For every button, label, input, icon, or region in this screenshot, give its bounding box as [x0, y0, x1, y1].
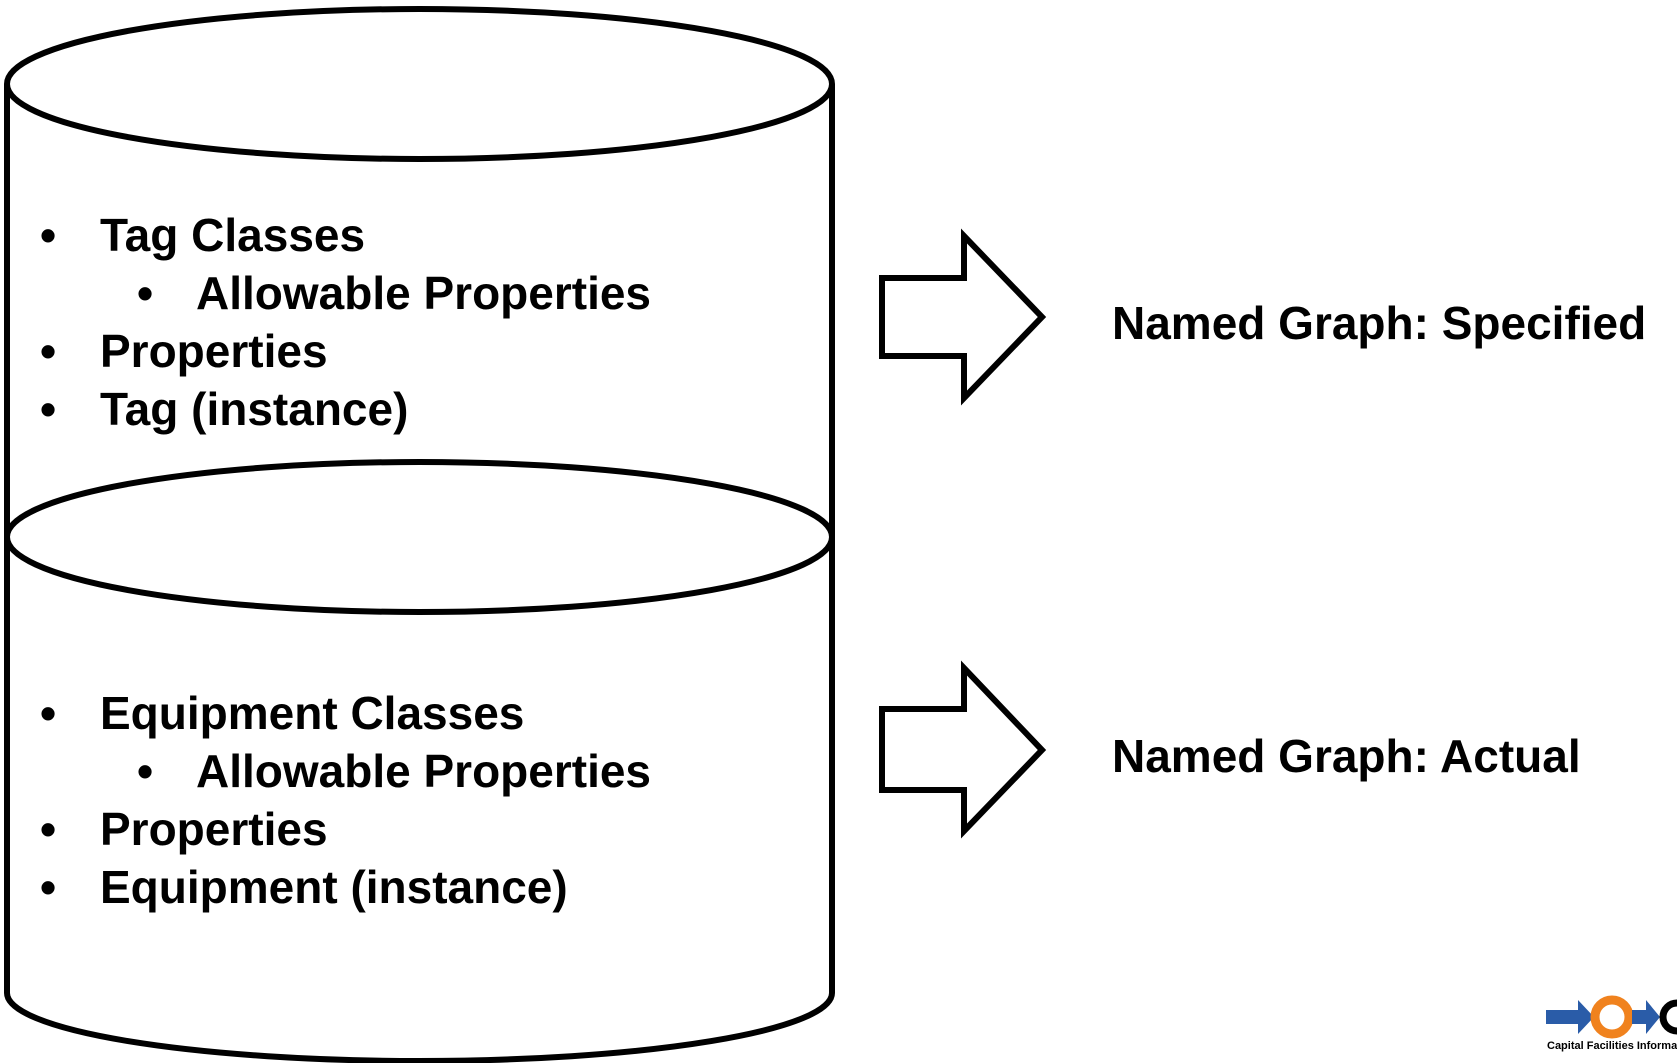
- bottom-section-list: • Equipment Classes • Allowable Properti…: [0, 684, 651, 916]
- list-item-label: Properties: [100, 803, 328, 855]
- list-item: • Allowable Properties: [0, 264, 651, 322]
- list-item-label: Equipment Classes: [100, 687, 525, 739]
- logo-arrow-right-icon: [1632, 1000, 1660, 1034]
- top-section-list: • Tag Classes • Allowable Properties • P…: [0, 206, 651, 438]
- bullet-icon: •: [137, 267, 154, 319]
- cylinder-top-ellipse: [4, 6, 835, 162]
- list-item-label: Tag (instance): [100, 383, 409, 435]
- list-item-label: Equipment (instance): [100, 861, 568, 913]
- logo-arrow-left-icon: [1546, 1000, 1594, 1034]
- list-item: • Equipment (instance): [0, 858, 651, 916]
- logo-caption: Capital Facilities Informa: [1547, 1040, 1677, 1052]
- logo-partial-ring-icon: [1659, 999, 1677, 1035]
- list-item: • Properties: [0, 322, 651, 380]
- cfihos-logo: [1546, 995, 1677, 1039]
- list-item-label: Allowable Properties: [196, 267, 652, 319]
- arrow-actual-icon: [879, 660, 1047, 839]
- list-item: • Tag (instance): [0, 380, 651, 438]
- list-item: • Properties: [0, 800, 651, 858]
- bullet-icon: •: [40, 803, 57, 855]
- named-graph-actual-label: Named Graph: Actual: [1112, 730, 1581, 782]
- list-item-label: Properties: [100, 325, 328, 377]
- bullet-icon: •: [40, 325, 57, 377]
- bullet-icon: •: [40, 687, 57, 739]
- bullet-icon: •: [40, 861, 57, 913]
- list-item: • Equipment Classes: [0, 684, 651, 742]
- cylinder-bottom-curve: [4, 992, 835, 1063]
- bullet-icon: •: [137, 745, 154, 797]
- bullet-icon: •: [40, 209, 57, 261]
- named-graph-specified-label: Named Graph: Specified: [1112, 297, 1647, 349]
- cylinder-middle-ellipse: [4, 459, 835, 615]
- logo-ring-icon: [1590, 995, 1634, 1039]
- list-item-label: Tag Classes: [100, 209, 366, 261]
- list-item: • Allowable Properties: [0, 742, 651, 800]
- list-item: • Tag Classes: [0, 206, 651, 264]
- list-item-label: Allowable Properties: [196, 745, 652, 797]
- bullet-icon: •: [40, 383, 57, 435]
- arrow-specified-icon: [879, 228, 1047, 406]
